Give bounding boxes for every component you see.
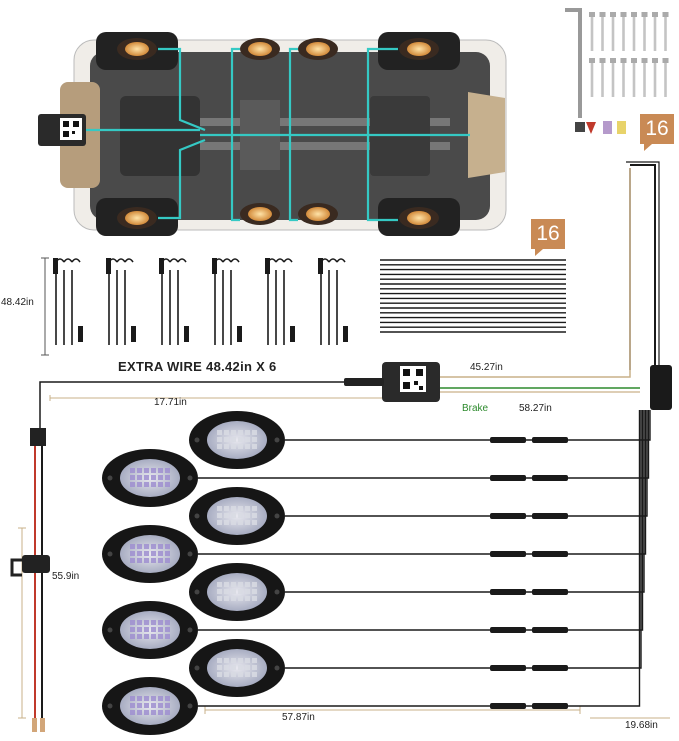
vehicle-wiring <box>85 47 470 222</box>
screw <box>662 58 669 97</box>
screw <box>620 12 627 51</box>
branch-wire <box>198 410 641 709</box>
zip-tie-count-badge: 16 <box>531 219 565 256</box>
rock-light-pod <box>189 639 285 697</box>
screw <box>641 12 648 51</box>
screw <box>610 58 616 97</box>
screw <box>599 12 606 51</box>
screw <box>652 58 658 97</box>
screw <box>631 58 637 97</box>
allen-key <box>565 8 582 118</box>
extra-wire-length-label: 48.42in <box>1 297 34 308</box>
bluetooth-controller <box>344 362 440 402</box>
power-wire-length: 55.9in <box>52 571 80 582</box>
extra-wire <box>318 258 348 345</box>
hardware-kit <box>565 8 669 134</box>
top-wire-length: 45.27in <box>470 362 503 373</box>
screw <box>589 12 595 51</box>
branch-wire <box>285 410 651 443</box>
rock-light-pod <box>189 563 285 621</box>
branch-wire <box>285 410 648 519</box>
screw <box>652 12 658 51</box>
rock-light-pod <box>102 525 198 583</box>
zip-tie-set <box>380 259 566 333</box>
screw <box>589 58 595 97</box>
main-harness <box>18 161 672 720</box>
branch-wire <box>198 410 647 557</box>
terminal-black <box>575 122 585 132</box>
inline-fuse-holder <box>10 555 50 577</box>
fuse-purple <box>603 121 612 134</box>
hardware-count-badge: 16 <box>640 114 674 151</box>
vehicle-controller <box>38 114 86 146</box>
branch-wire <box>285 410 645 595</box>
extra-wire <box>159 258 189 345</box>
extra-wire <box>53 258 83 345</box>
vehicle-underside <box>38 32 507 236</box>
branch-wire <box>198 410 644 633</box>
pod-light-set <box>102 410 651 735</box>
bottom-wire-length: 57.87in <box>282 712 315 723</box>
rock-light-pod <box>189 487 285 545</box>
extra-wire <box>265 258 295 345</box>
extra-wire <box>106 258 136 345</box>
screw <box>641 58 648 97</box>
brake-wire-length: 58.27in <box>519 403 552 414</box>
extra-wire-set <box>53 258 348 345</box>
corner-wire-length: 19.68in <box>625 720 658 731</box>
screw <box>662 12 669 51</box>
rock-light-pod <box>102 449 198 507</box>
screw-set <box>589 12 669 97</box>
brake-label: Brake <box>462 403 489 414</box>
screw <box>620 58 627 97</box>
distribution-block <box>650 365 672 410</box>
fuse-yellow <box>617 121 626 134</box>
rock-light-pod <box>102 677 198 735</box>
controller-plug <box>344 378 384 386</box>
wire-to-box-length: 17.71in <box>154 397 187 408</box>
vehicle-pod-lights <box>117 38 439 229</box>
branch-wire <box>285 410 642 671</box>
extra-wire-title: EXTRA WIRE 48.42in X 6 <box>118 359 277 374</box>
terminal-red <box>586 122 596 134</box>
screw <box>610 12 616 51</box>
branch-wire <box>198 410 650 481</box>
screw <box>599 58 606 97</box>
rock-light-pod <box>189 411 285 469</box>
ring-terminals <box>32 718 45 732</box>
extra-wire <box>212 258 242 345</box>
rock-light-pod <box>102 601 198 659</box>
screw <box>631 12 637 51</box>
